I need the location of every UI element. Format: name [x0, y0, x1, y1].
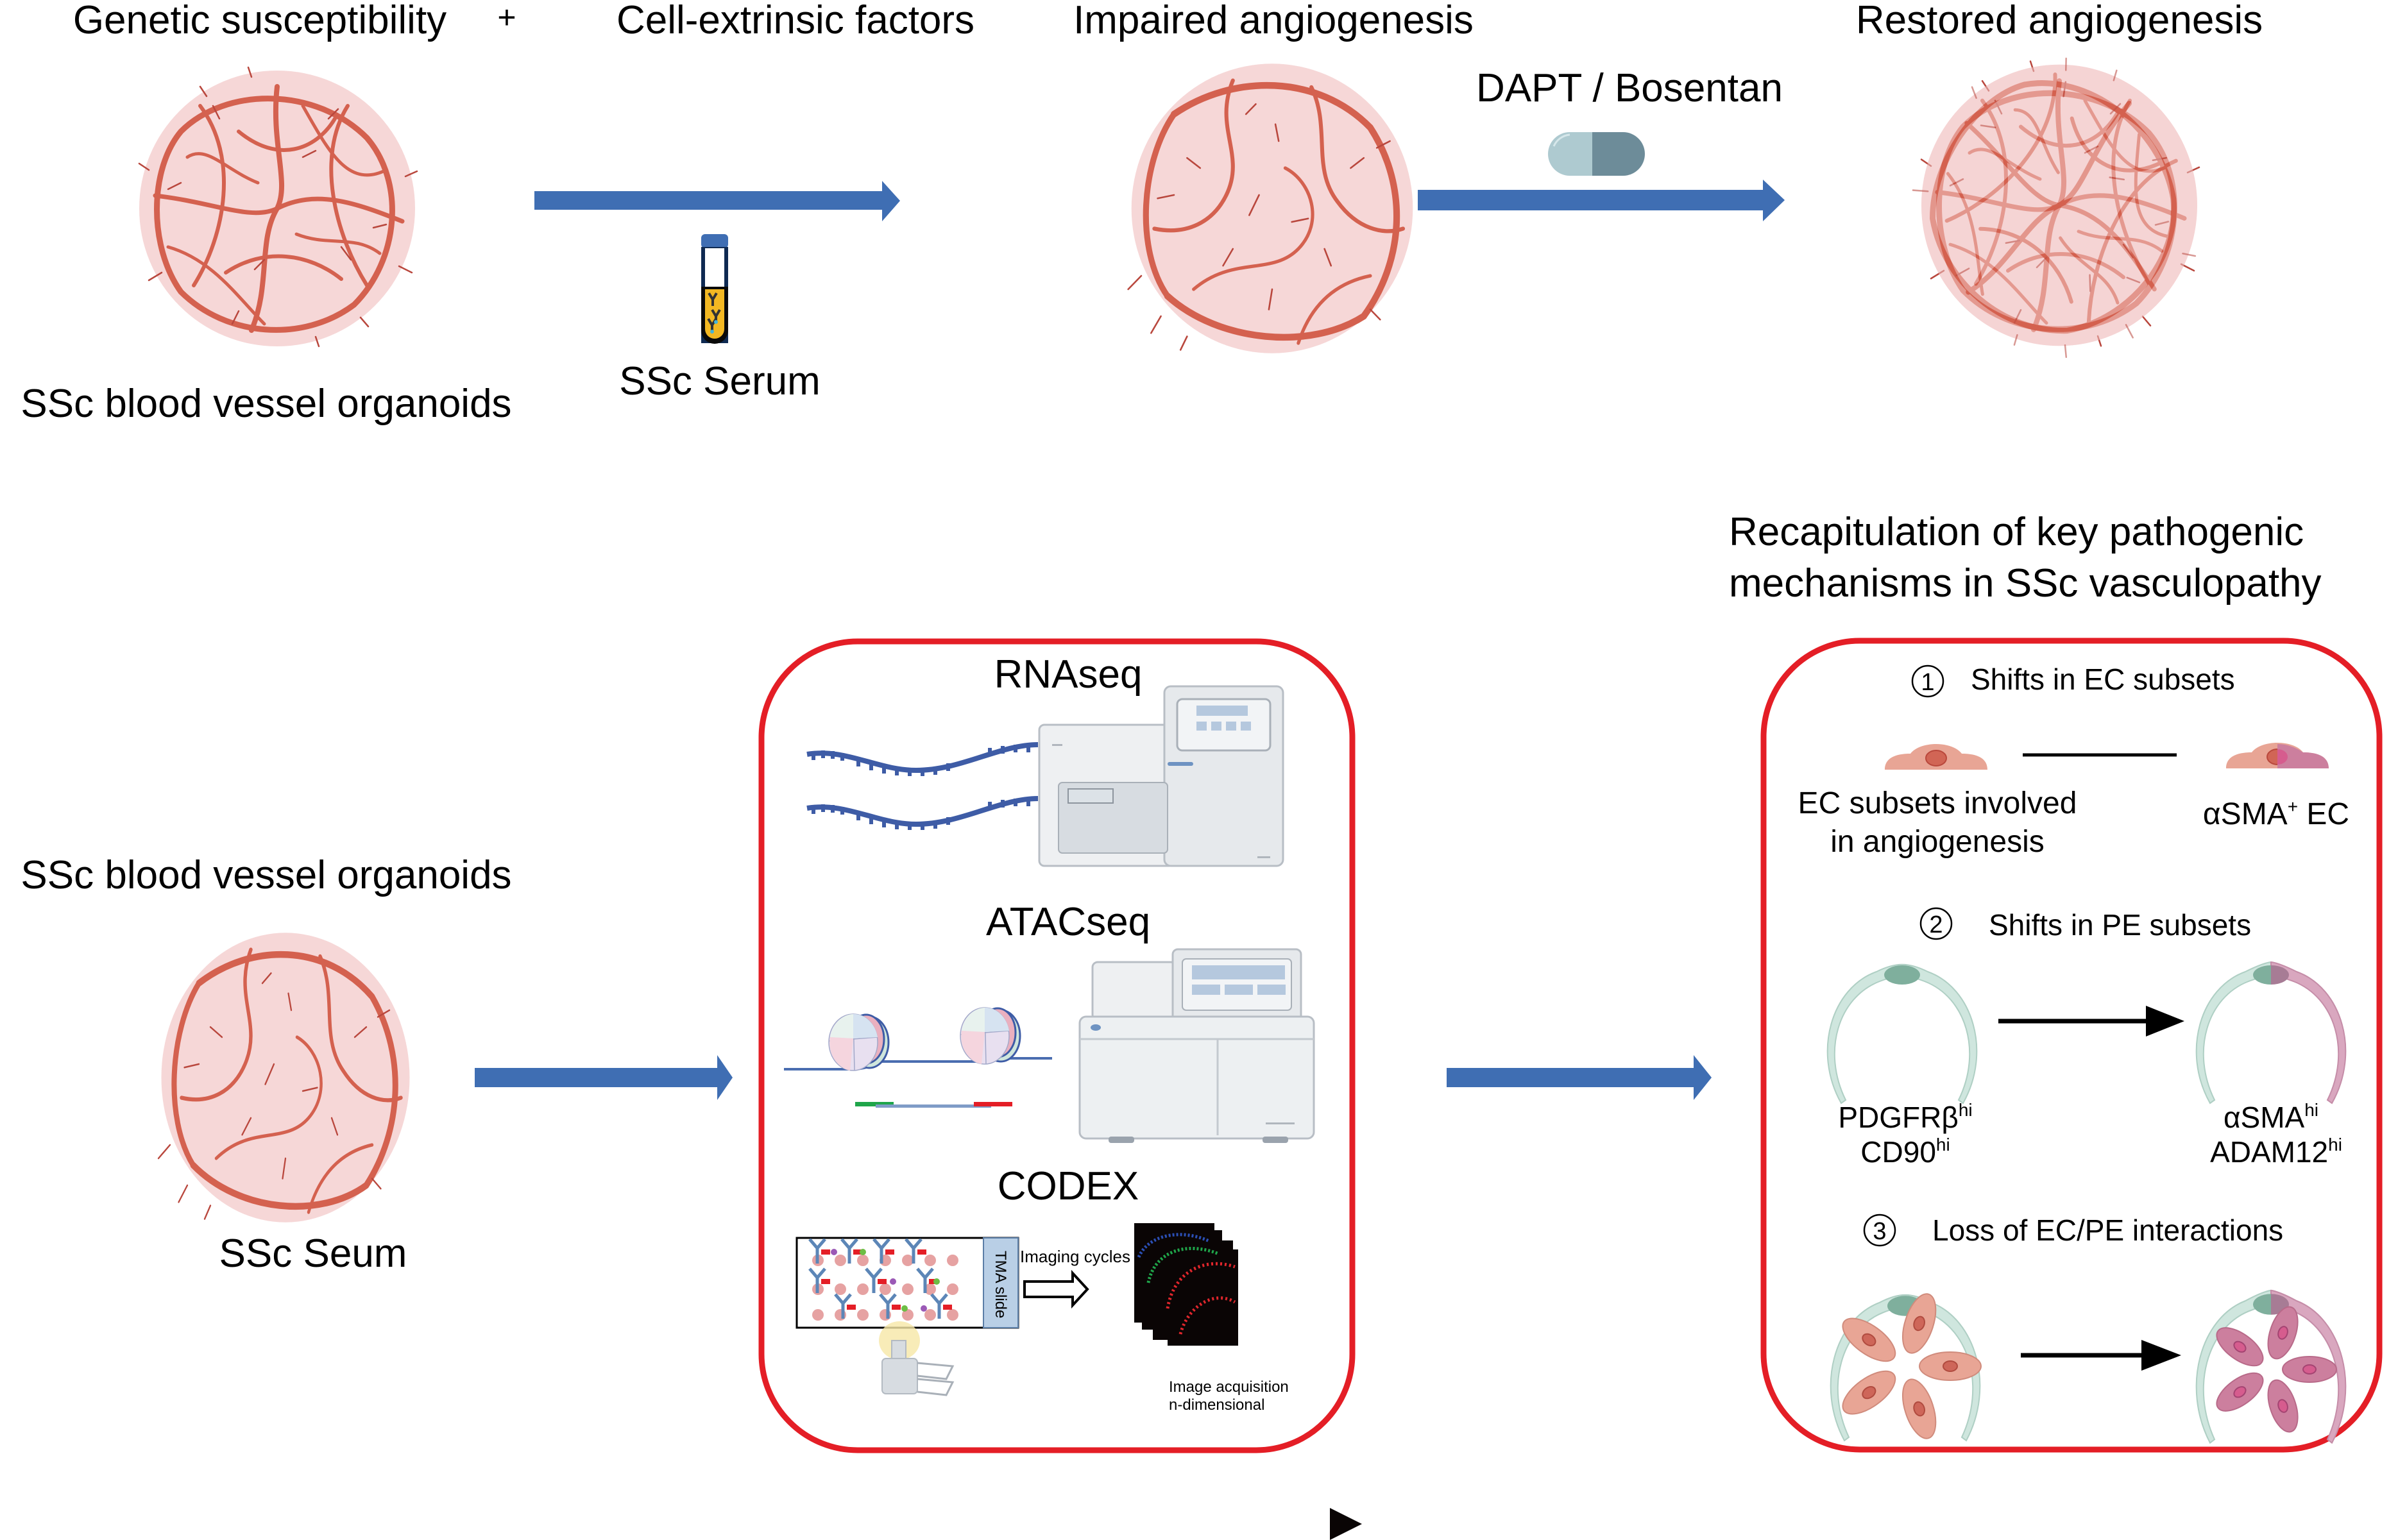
methods-box [758, 638, 1356, 1453]
imaging-cycles-label: Imaging cycles [1020, 1247, 1130, 1266]
bottom-organoids-title: SSc blood vessel organoids [21, 853, 511, 897]
restored-organoid [1867, 6, 2255, 402]
item3-title: Loss of EC/PE interactions [1932, 1214, 2283, 1247]
imaging-cycles-arrow [1023, 1269, 1089, 1309]
tma-slide-icon: TMA slide [795, 1237, 1019, 1329]
restored-angiogenesis-label: Restored angiogenesis [1856, 0, 2263, 42]
pericyte-asma-icon [2195, 961, 2347, 1104]
number-2-badge [1919, 907, 1953, 940]
ssc-seum-caption: SSc Seum [219, 1231, 407, 1276]
cd90-label: CD90hi [1860, 1135, 1950, 1169]
pericyte-pdgfrb-icon [1826, 963, 1978, 1104]
rnaseq-title: RNAseq [994, 652, 1143, 697]
bottom-organoid [158, 933, 410, 1223]
number-3: 3 [1873, 1218, 1886, 1245]
findings-heading-line2: mechanisms in SSc vasculopathy [1729, 561, 2322, 605]
atac-sequencer-icon [1078, 948, 1315, 1144]
plus-sign: + [497, 0, 516, 35]
ec-left-label-line2: in angiogenesis [1830, 825, 2045, 859]
atacseq-title: ATACseq [986, 900, 1150, 944]
ssc-organoids-caption: SSc blood vessel organoids [21, 382, 511, 426]
asma-ec-cell-icon [2225, 742, 2329, 769]
asma-hi-label: αSMAhi [2224, 1100, 2318, 1134]
rna-strand-icon [807, 745, 1038, 776]
findings-heading-line1: Recapitulation of key pathogenic [1729, 510, 2304, 554]
serum-tube-icon [701, 234, 728, 344]
number-2: 2 [1929, 911, 1943, 938]
flow-arrow-3 [475, 1055, 733, 1100]
ssc-organoid-dense [139, 67, 417, 346]
number-1: 1 [1921, 669, 1934, 696]
findings-box [1760, 638, 2383, 1453]
pill-icon [1548, 132, 1645, 176]
interaction-loss-arrowhead [2141, 1340, 2181, 1371]
asma-ec-label: αSMA+ EC [2203, 797, 2349, 831]
flow-arrow-4 [1447, 1055, 1712, 1100]
play-triangle-icon [1330, 1508, 1362, 1540]
ssc-serum-caption: SSc Serum [619, 359, 821, 403]
nucleosome-dna-icon [784, 1006, 1052, 1108]
tma-slide-label: TMA slide [992, 1251, 1009, 1318]
image-acquisition-line2: n-dimensional [1169, 1396, 1264, 1414]
microscope-icon [879, 1321, 955, 1396]
number-1-badge [1911, 664, 1944, 698]
impaired-organoid [1128, 63, 1413, 353]
pe-shift-arrowhead [2146, 1006, 2184, 1037]
flow-arrow-2 [1418, 180, 1785, 221]
cell-extrinsic-factors-label: Cell-extrinsic factors [617, 0, 974, 42]
ec-cell-icon [1884, 743, 1988, 770]
pdgfrb-label: PDGFRβhi [1838, 1100, 1972, 1134]
ec-left-label-line1: EC subsets involved [1798, 786, 2077, 820]
item2-title: Shifts in PE subsets [1989, 908, 2251, 942]
genetic-susceptibility-label: Genetic susceptibility [73, 0, 447, 42]
treatment-label: DAPT / Bosentan [1476, 66, 1783, 110]
image-acquisition-line1: Image acquisition [1169, 1378, 1289, 1396]
codex-title: CODEX [998, 1164, 1139, 1208]
flow-arrow-1 [534, 181, 900, 221]
image-stack-icon [1134, 1223, 1238, 1346]
rna-strand-icon-2 [807, 799, 1038, 830]
rna-sequencer-icon [1038, 685, 1284, 867]
ec-pe-interaction-lost-icon [2195, 1289, 2347, 1444]
item1-title: Shifts in EC subsets [1971, 663, 2235, 696]
ec-pe-interaction-intact-icon [1830, 1289, 1982, 1444]
number-3-badge [1863, 1214, 1896, 1247]
adam12-hi-label: ADAM12hi [2210, 1135, 2342, 1169]
impaired-angiogenesis-label: Impaired angiogenesis [1073, 0, 1474, 42]
